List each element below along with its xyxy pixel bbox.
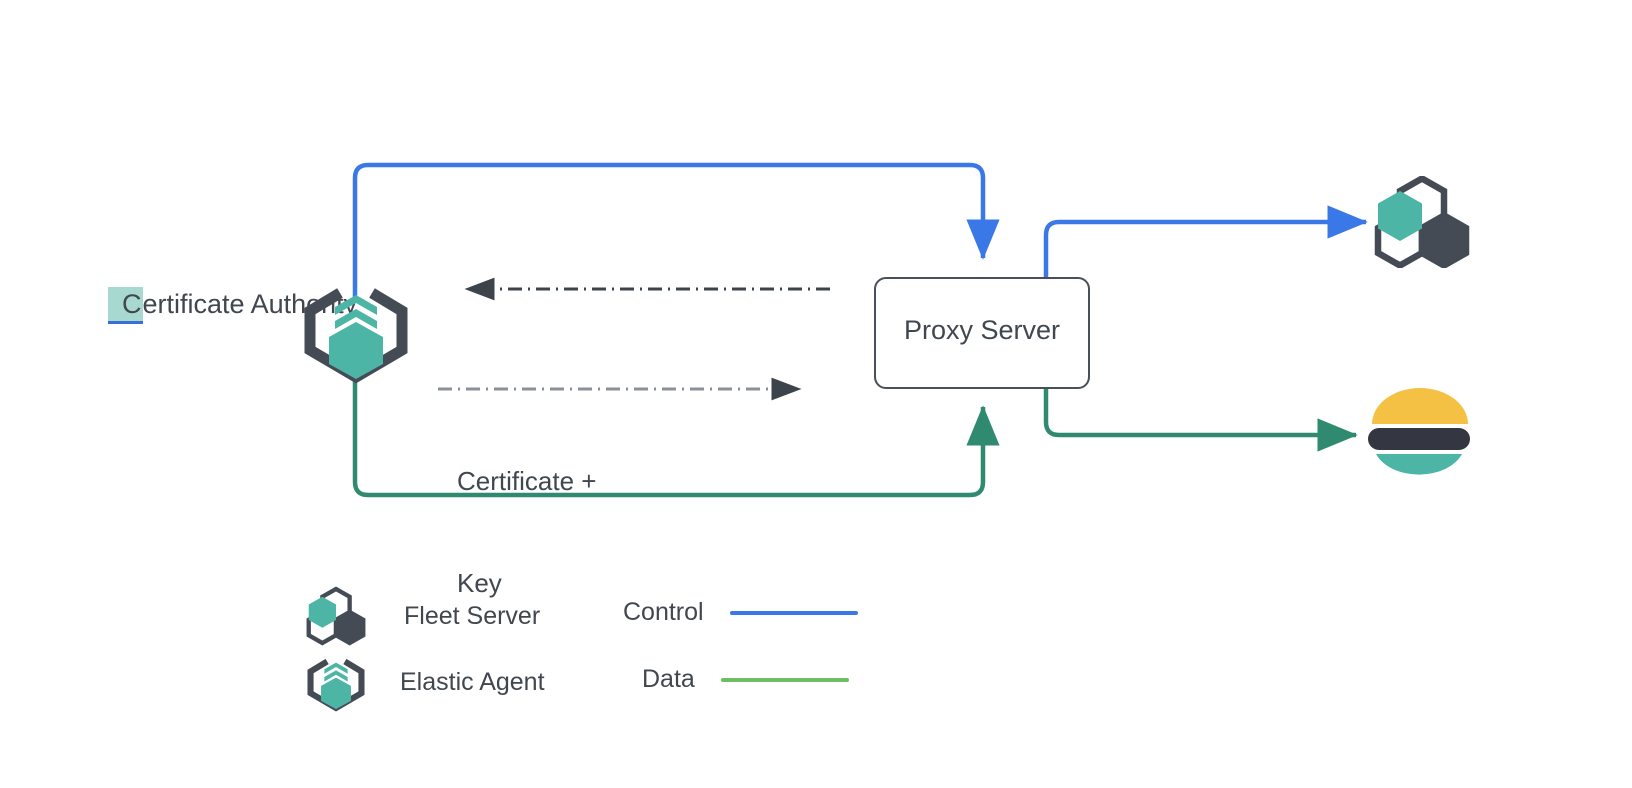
proxy-server-box[interactable] [874, 277, 1090, 389]
legend-label-control: Control [623, 598, 704, 626]
elastic-agent-icon [307, 658, 365, 712]
legend-label-data: Data [642, 665, 695, 693]
legend-item-fleet-server: Fleet Server [305, 585, 540, 647]
legend-label-fleet-server: Fleet Server [404, 601, 541, 630]
certificate-authority-label-rest: ertificate Authority [142, 289, 358, 319]
proxy-server-label: Proxy Server [903, 315, 1061, 345]
legend: Fleet Server Elastic Agent Control Data [305, 585, 905, 715]
certificate-authority-label-selected-prefix: C [108, 287, 143, 324]
certificate-key-line-1: Certificate + [457, 466, 597, 496]
certificate-key-annotation: Certificate + Key [457, 396, 596, 668]
legend-item-control-line: Control [623, 598, 858, 627]
legend-swatch-control [729, 610, 858, 615]
edge-proxy-to-elasticsearch-data [1043, 389, 1358, 452]
edge-proxy-to-fleet-control [1043, 205, 1368, 277]
legend-swatch-data [720, 677, 849, 682]
legend-label-elastic-agent: Elastic Agent [400, 667, 545, 696]
fleet-server-icon [1374, 176, 1470, 268]
certificate-authority-label: Certificate Authority [92, 253, 357, 355]
edge-agent-to-proxy-data [352, 378, 1000, 498]
legend-item-data-line: Data [642, 665, 849, 694]
legend-item-elastic-agent: Elastic Agent [305, 651, 545, 713]
elasticsearch-logo [1368, 388, 1470, 475]
certificate-authority-elastic-agent-icon [304, 288, 408, 384]
edge-agent-to-proxy-control [352, 162, 1000, 300]
certificate-key-line-2: Key [457, 568, 502, 598]
fleet-server-icon [306, 586, 366, 646]
